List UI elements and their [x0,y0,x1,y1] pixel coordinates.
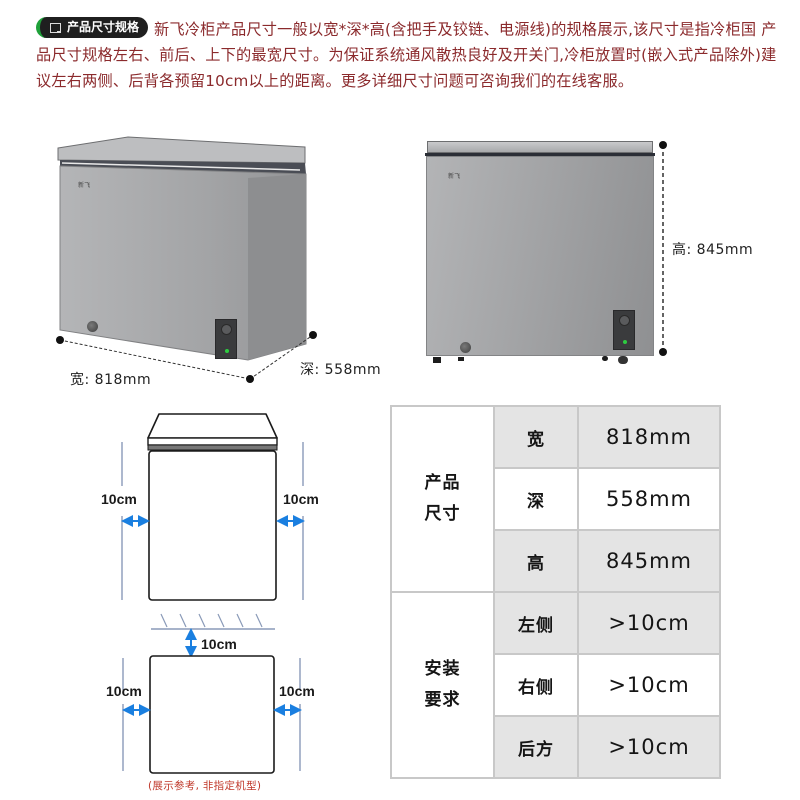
row-value: >10cm [577,653,721,717]
width-label: 宽: 818mm [70,372,152,388]
control-panel [613,310,635,350]
freezer-lid [427,141,653,153]
lid-seal [425,153,655,156]
dimension-dot [246,375,254,383]
table-row: 高 845mm [391,529,721,593]
back-clearance-label: 10cm [201,636,237,652]
row-value: >10cm [577,591,721,655]
group-label-size: 产品尺寸 [390,405,495,593]
dimension-dot [56,336,64,344]
intro-paragraph: 产品尺寸规格新飞冷柜产品尺寸一般以宽*深*高(含把手及铰链、电源线)的规格展示,… [36,17,788,94]
control-panel [215,319,237,359]
dimension-dot [659,141,667,149]
top-right-clearance-label: 10cm [279,683,315,699]
table-row: 右侧 >10cm [391,653,721,717]
drain-knob [87,321,98,332]
table-row: 后方 >10cm [391,715,721,779]
row-key: 宽 [493,405,579,469]
freezer-angle-view: 新飞 宽: 818mm 深: 558mm [0,0,400,400]
height-label: 高: 845mm [672,242,754,258]
table-row: 产品尺寸 宽 818mm [390,405,721,593]
table-row: 深 558mm [391,467,721,531]
height-dimension-line [662,145,664,352]
power-led [623,340,627,344]
row-value: >10cm [577,715,721,779]
freezer-angle-outline [57,136,314,380]
freezer-wheel [618,356,628,364]
thermostat-dial [221,324,232,335]
table-row: 安装要求 左侧 >10cm [390,591,721,779]
row-key: 右侧 [493,653,579,717]
row-value: 558mm [577,467,721,531]
window-icon [50,22,61,33]
row-key: 后方 [493,715,579,779]
row-key: 深 [493,467,579,531]
group-label-install: 安装要求 [390,591,495,779]
freezer-wheel [602,356,608,361]
front-left-clearance-label: 10cm [101,491,137,507]
row-key: 左侧 [493,591,579,655]
front-right-clearance-label: 10cm [283,491,319,507]
freezer-front-view: 新飞 高: 845mm [425,141,754,364]
depth-label: 深: 558mm [300,362,382,378]
drain-knob [460,342,471,353]
brand-logo: 新飞 [78,182,91,189]
spec-table: 产品尺寸 宽 818mm 深 558mm 高 845mm 安装要求 左侧 >10… [390,405,721,779]
top-left-clearance-label: 10cm [106,683,142,699]
row-value: 818mm [577,405,721,469]
clearance-drawing [121,413,305,774]
section-badge: 产品尺寸规格 [36,17,149,38]
row-key: 高 [493,529,579,593]
intro-text: 新飞冷柜产品尺寸一般以宽*深*高(含把手及铰链、电源线)的规格展示,该尺寸是指冷… [36,20,777,90]
row-value: 845mm [577,529,721,593]
dimension-dot [309,331,317,339]
badge-label: 产品尺寸规格 [67,20,140,34]
freezer-foot [458,357,464,361]
reference-note: (展示参考, 非指定机型) [148,780,262,792]
clearance-diagram: 10cm 10cm 10cm 10cm 10cm [0,400,380,800]
freezer-foot [433,357,441,363]
thermostat-dial [619,315,630,326]
dimension-dot [659,348,667,356]
brand-logo: 新飞 [448,173,461,180]
power-led [225,349,229,353]
